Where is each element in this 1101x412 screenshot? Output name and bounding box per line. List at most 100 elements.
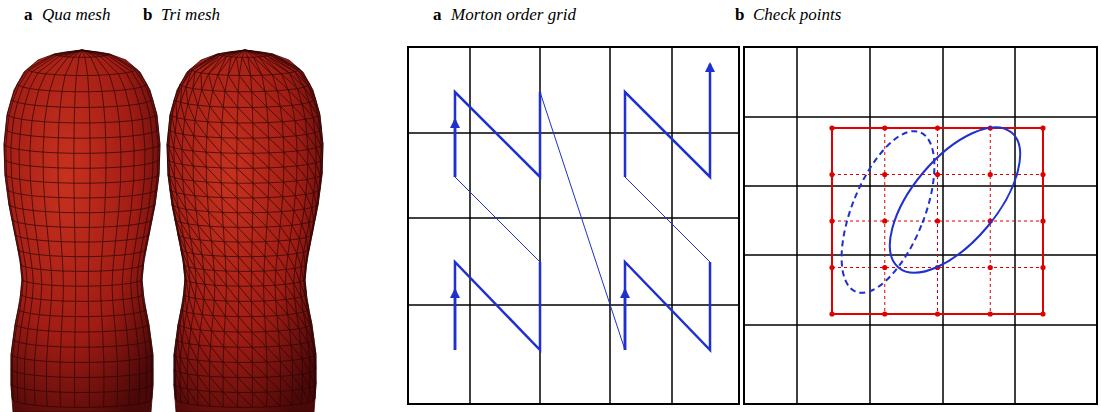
mesh-edge bbox=[172, 99, 175, 116]
mesh-edge bbox=[292, 360, 302, 374]
mesh-edge bbox=[290, 240, 297, 254]
mesh-edge bbox=[283, 197, 294, 211]
mesh-edge bbox=[307, 311, 311, 324]
mesh-edge bbox=[245, 50, 323, 399]
mesh-edge bbox=[307, 251, 308, 264]
mesh-edge bbox=[207, 197, 222, 213]
mesh-edge bbox=[193, 50, 245, 405]
mesh-edge bbox=[299, 329, 308, 343]
mesh-edge bbox=[82, 50, 106, 407]
mesh-edge bbox=[4, 144, 160, 153]
mesh-edge bbox=[180, 326, 182, 343]
checkpoint-grid bbox=[744, 47, 1097, 404]
subfigure-title: Morton order grid bbox=[451, 5, 576, 25]
check-point bbox=[1040, 125, 1045, 130]
mesh-edge bbox=[280, 226, 290, 240]
mesh-edge bbox=[314, 356, 316, 369]
mesh-edge bbox=[218, 75, 225, 92]
mesh-edge bbox=[279, 346, 292, 360]
check-point bbox=[988, 265, 993, 270]
mesh-edge bbox=[238, 362, 253, 377]
mesh-edge bbox=[253, 183, 268, 197]
mesh-edge bbox=[245, 50, 284, 406]
check-point bbox=[829, 265, 834, 270]
mesh-edge bbox=[252, 242, 265, 256]
mesh-edge bbox=[15, 324, 149, 332]
mesh-edge bbox=[174, 99, 315, 107]
mesh-edge bbox=[209, 56, 223, 74]
mesh-edge bbox=[253, 123, 269, 138]
mesh-edge bbox=[218, 56, 227, 74]
mesh-edge bbox=[304, 209, 309, 222]
mesh-edge bbox=[238, 107, 253, 123]
mesh-edge bbox=[188, 104, 195, 121]
mesh-edge bbox=[214, 300, 225, 316]
mesh-edge bbox=[237, 198, 252, 213]
mesh-edge bbox=[266, 332, 280, 347]
mesh-edge bbox=[12, 219, 152, 227]
mesh-edge bbox=[175, 133, 182, 150]
check-point bbox=[829, 125, 834, 130]
mesh-edge bbox=[308, 86, 315, 99]
mesh-edge bbox=[272, 55, 299, 69]
mesh-edge bbox=[211, 346, 224, 362]
mesh-edge bbox=[206, 152, 221, 168]
mesh-edge bbox=[4, 159, 159, 168]
mesh-edge bbox=[237, 153, 253, 168]
mesh-edge bbox=[237, 123, 253, 138]
mesh-edge bbox=[225, 256, 238, 271]
mesh-edge bbox=[167, 50, 245, 399]
mesh-edge bbox=[252, 227, 265, 241]
mesh-edge bbox=[168, 129, 169, 146]
mesh-edge bbox=[265, 256, 276, 270]
mesh-edge bbox=[252, 377, 267, 392]
subfigure-title: Check points bbox=[753, 5, 841, 25]
mesh-edge bbox=[174, 50, 245, 402]
mesh-edge bbox=[223, 377, 238, 392]
mesh-edge bbox=[170, 114, 171, 131]
mesh-edge bbox=[188, 224, 200, 240]
mesh-edge bbox=[252, 257, 264, 271]
mesh-edge bbox=[297, 151, 308, 165]
mesh-edge bbox=[228, 75, 238, 91]
morton-curve bbox=[455, 64, 710, 350]
mesh-edge bbox=[225, 91, 238, 107]
mesh-edge bbox=[269, 183, 283, 197]
mesh-edge bbox=[190, 282, 195, 298]
mesh-edge bbox=[179, 236, 186, 252]
mesh-edge bbox=[284, 182, 296, 196]
mesh-edge bbox=[238, 332, 252, 347]
subfigure-letter: a bbox=[433, 5, 442, 25]
tri-mesh bbox=[167, 50, 323, 412]
mesh-edge bbox=[188, 389, 199, 405]
mesh-edge bbox=[245, 50, 316, 402]
mesh-edge bbox=[186, 70, 192, 87]
mesh-edge bbox=[210, 391, 224, 407]
mesh-edge bbox=[82, 50, 153, 402]
mesh-edge bbox=[224, 332, 237, 348]
mesh-edge bbox=[252, 362, 267, 377]
mesh-edge bbox=[278, 331, 291, 345]
mesh-edge bbox=[193, 89, 198, 106]
mesh-edge bbox=[212, 331, 224, 347]
mesh-edge bbox=[252, 317, 266, 332]
mesh-edge bbox=[237, 183, 253, 198]
mesh-edge bbox=[181, 102, 185, 119]
mesh-edge bbox=[175, 339, 176, 356]
mesh-edge bbox=[284, 152, 297, 166]
mesh-edge bbox=[18, 249, 146, 257]
mesh-edge bbox=[180, 357, 187, 374]
check-point bbox=[882, 125, 887, 130]
mesh-edge bbox=[195, 268, 205, 284]
mesh-edge bbox=[213, 91, 224, 107]
mesh-edge bbox=[183, 264, 306, 271]
mesh-edge bbox=[181, 86, 182, 103]
mesh-edge bbox=[237, 168, 253, 183]
mesh-edge bbox=[228, 57, 231, 75]
mesh-edge bbox=[248, 57, 262, 75]
mesh-edge bbox=[183, 179, 195, 195]
mesh-edge bbox=[15, 234, 149, 242]
mesh-edge bbox=[320, 176, 321, 189]
mesh-edge bbox=[306, 194, 312, 207]
mesh-edge bbox=[43, 50, 82, 406]
